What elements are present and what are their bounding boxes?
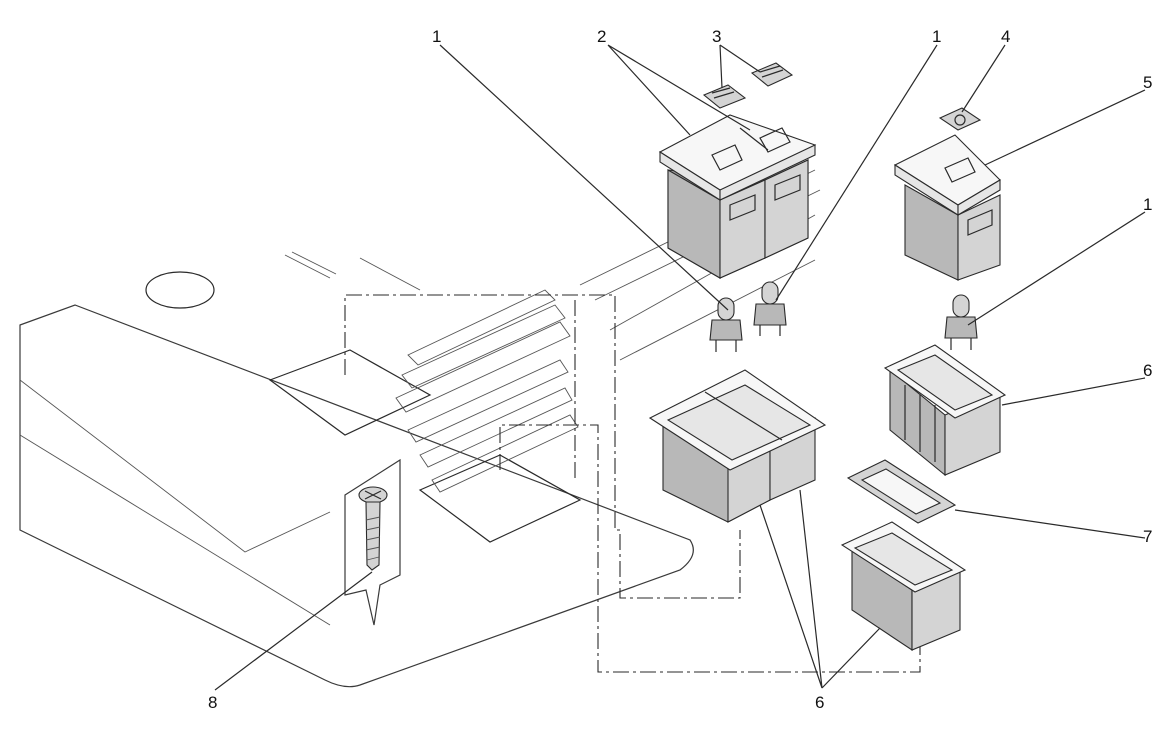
panel-cutout-center bbox=[418, 454, 582, 543]
callout-numbers: 1 2 3 1 4 5 1 6 7 6 8 bbox=[208, 27, 1152, 712]
double-rocker-switch bbox=[658, 114, 817, 279]
leader-lines bbox=[214, 44, 1146, 691]
frames bbox=[648, 344, 1007, 652]
callout-4-symbol-label: 4 bbox=[1001, 27, 1010, 46]
panel-round-hole bbox=[145, 271, 215, 309]
screw-detail bbox=[344, 458, 401, 626]
callout-3-symbol-labels: 3 bbox=[712, 27, 721, 46]
single-rocker-switch bbox=[893, 107, 1001, 281]
callout-2-double-switch: 2 bbox=[597, 27, 606, 46]
symbol-labels bbox=[702, 62, 794, 109]
assembly-guide-lines bbox=[344, 294, 921, 673]
callout-1-bulb-middle: 1 bbox=[932, 27, 941, 46]
bulb-right bbox=[944, 294, 978, 350]
panel-cutout-left bbox=[268, 349, 432, 436]
headlight-symbol-label-left bbox=[702, 84, 747, 109]
callout-1-bulb-right: 1 bbox=[1143, 195, 1152, 214]
bulb-left bbox=[709, 297, 743, 352]
single-frame-bottom bbox=[840, 521, 967, 652]
double-frame bbox=[648, 369, 827, 523]
symbol-label-4 bbox=[938, 107, 982, 131]
bulb-middle bbox=[753, 281, 787, 336]
callout-6-frame-top: 6 bbox=[1143, 361, 1152, 380]
gasket bbox=[846, 459, 957, 524]
callout-6-frames: 6 bbox=[815, 693, 824, 712]
callout-1-bulb-left: 1 bbox=[432, 27, 441, 46]
single-frame-top bbox=[883, 344, 1007, 477]
callout-7-gasket: 7 bbox=[1143, 527, 1152, 546]
callout-8-screw: 8 bbox=[208, 693, 217, 712]
callout-5-single-switch: 5 bbox=[1143, 73, 1152, 92]
headlight-symbol-label-right bbox=[750, 62, 794, 87]
bulbs bbox=[709, 281, 978, 352]
